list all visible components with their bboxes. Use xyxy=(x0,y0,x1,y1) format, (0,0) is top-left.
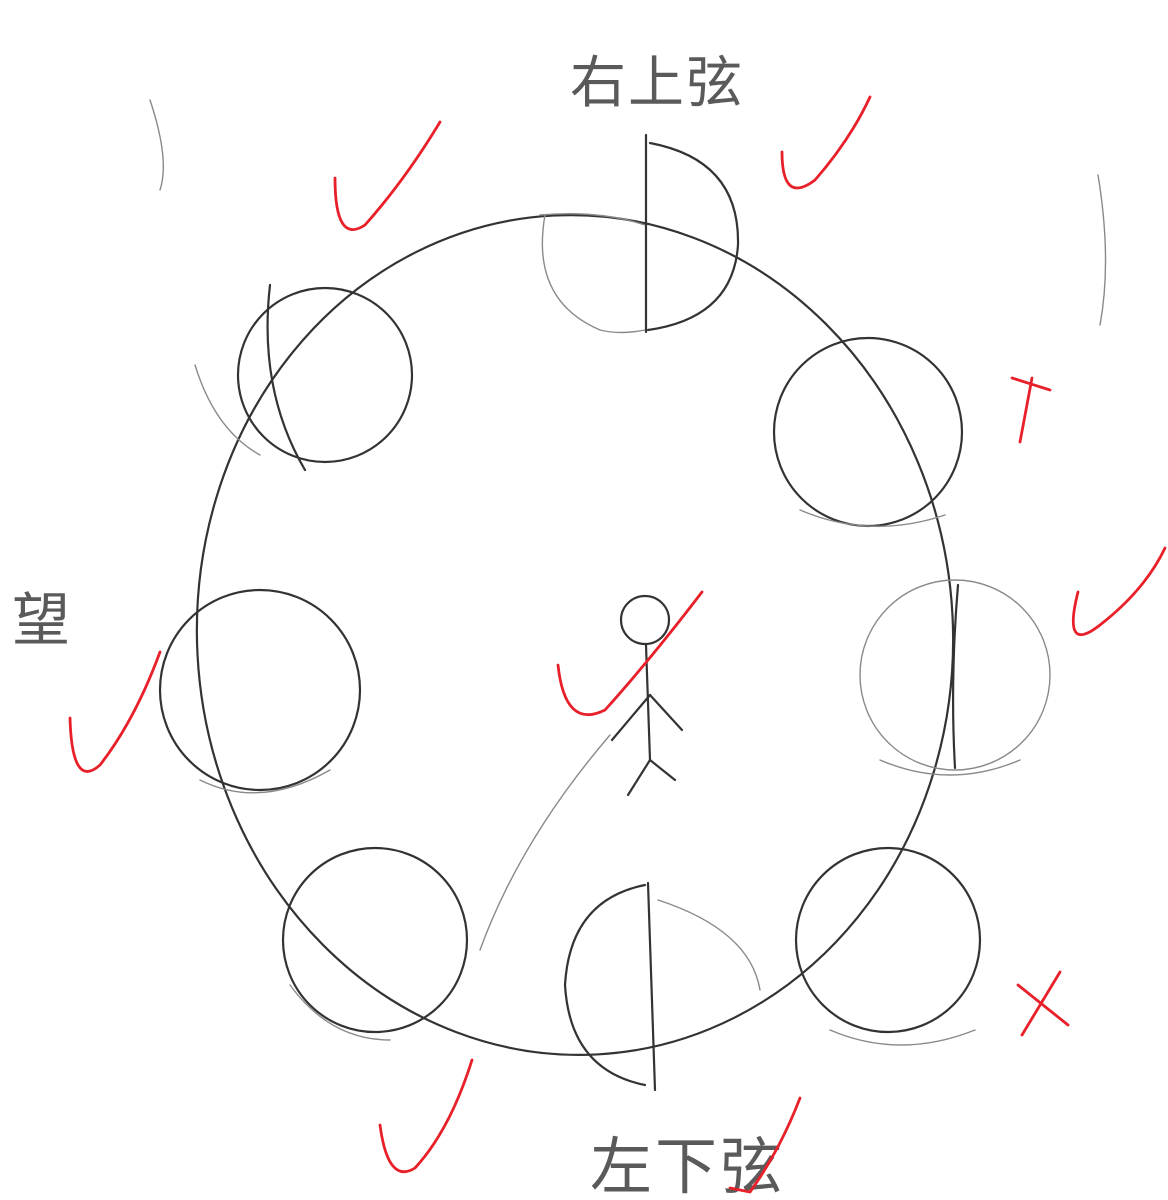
label-left: 望 xyxy=(12,586,70,654)
label-top: 右上弦 xyxy=(570,51,744,116)
label-bottom: 左下弦 xyxy=(590,1130,785,1200)
